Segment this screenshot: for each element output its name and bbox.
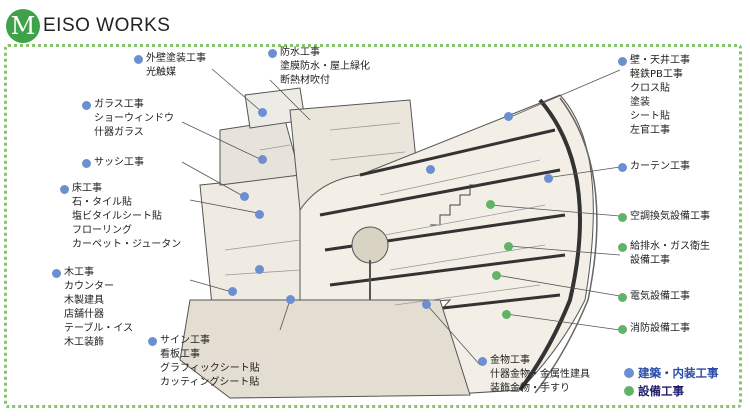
bullet — [52, 269, 61, 278]
marker-wall-ceiling-2 — [426, 165, 435, 174]
label-wall-ceiling: 壁・天井工事 軽鉄PB工事 クロス貼 塗装 シート貼 左官工事 — [618, 54, 690, 138]
marker-glass — [258, 155, 267, 164]
bullet — [618, 293, 627, 302]
marker-exterior-paint — [258, 108, 267, 117]
marker-floor-2 — [255, 265, 264, 274]
legend-item-equipment: 設備工事 — [624, 382, 719, 400]
marker-sign — [286, 295, 295, 304]
bullet — [82, 159, 91, 168]
bullet — [618, 243, 627, 252]
legend-item-architecture: 建築・内装工事 — [624, 364, 719, 382]
marker-sash — [240, 192, 249, 201]
bullet — [618, 163, 627, 172]
marker-metal — [422, 300, 431, 309]
marker-fire — [502, 310, 511, 319]
marker-floor — [255, 210, 264, 219]
legend: 建築・内装工事 設備工事 — [624, 364, 719, 400]
label-fire-protection: 消防設備工事 — [618, 322, 690, 336]
bullet — [618, 213, 627, 222]
label-sign: サイン工事 看板工事 グラフィックシート貼 カッティングシート貼 — [148, 334, 260, 390]
label-exterior-paint: 外壁塗装工事 光触媒 — [134, 52, 206, 80]
marker-electrical — [492, 271, 501, 280]
bullet — [82, 101, 91, 110]
label-waterproofing: 防水工事 塗膜防水・屋上緑化 断熱材吹付 — [268, 46, 370, 88]
legend-swatch-green — [624, 386, 634, 396]
logo: M EISO WORKS — [6, 6, 170, 46]
label-woodwork: 木工事 カウンター 木製建具 店舗什器 テーブル・イス 木工装飾 — [52, 266, 133, 350]
logo-name: EISO WORKS — [43, 15, 171, 36]
label-electrical: 電気設備工事 — [618, 290, 690, 304]
bullet — [618, 57, 627, 66]
bullet — [618, 325, 627, 334]
label-glass: ガラス工事 ショーウィンドウ 什器ガラス — [82, 98, 174, 140]
label-plumbing-gas: 給排水・ガス衛生 設備工事 — [618, 240, 710, 268]
marker-wall-ceiling — [504, 112, 513, 121]
label-flooring: 床工事 石・タイル貼 塩ビタイルシート貼 フローリング カーペット・ジュータン — [60, 182, 181, 252]
label-sash: サッシ工事 — [82, 156, 144, 170]
bullet — [478, 357, 487, 366]
marker-plumbing — [504, 242, 513, 251]
label-metal: 金物工事 什器金物・金属性建具 装飾金物・手すり — [478, 354, 590, 396]
bullet — [148, 337, 157, 346]
legend-swatch-blue — [624, 368, 634, 378]
marker-curtain — [544, 174, 553, 183]
legend-text-architecture: 建築・内装工事 — [638, 366, 719, 380]
legend-text-equipment: 設備工事 — [638, 384, 684, 398]
logo-initial: M — [6, 9, 40, 43]
bullet — [268, 49, 277, 58]
label-curtain: カーテン工事 — [618, 160, 690, 174]
marker-hvac — [486, 200, 495, 209]
bullet — [134, 55, 143, 64]
label-hvac: 空調換気設備工事 — [618, 210, 710, 224]
dotted-frame — [4, 44, 742, 408]
marker-woodwork — [228, 287, 237, 296]
bullet — [60, 185, 69, 194]
